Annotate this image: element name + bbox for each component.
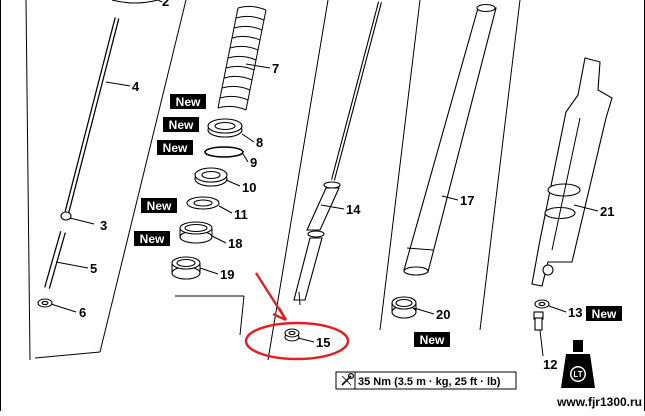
callout-18: 18 <box>228 236 242 251</box>
part-8-seal <box>207 118 243 138</box>
part-14-damper-rod <box>293 1 382 306</box>
part-6-washer <box>37 298 53 308</box>
part-19-bushing <box>171 256 201 280</box>
callout-21: 21 <box>600 204 614 219</box>
svg-text:New: New <box>176 95 201 109</box>
callout-11: 11 <box>234 207 248 222</box>
part-callouts: 2 3 4 5 6 7 8 9 10 11 12 13 14 15 17 18 … <box>79 0 614 372</box>
svg-text:New: New <box>163 141 188 155</box>
part-17-inner-tube <box>403 3 497 276</box>
thread-lock-bottle-icon: LT <box>561 340 595 388</box>
callout-12: 12 <box>543 357 557 372</box>
callout-4: 4 <box>132 79 140 94</box>
new-badge-20: New <box>414 332 450 347</box>
callout-13: 13 <box>568 305 582 320</box>
svg-text:New: New <box>140 232 165 246</box>
svg-text:New: New <box>592 307 617 321</box>
callout-3: 3 <box>100 218 107 233</box>
part-12-bolt <box>533 311 544 331</box>
callout-5: 5 <box>90 261 97 276</box>
svg-text:New: New <box>169 118 194 132</box>
part-11-washer <box>186 196 220 210</box>
callout-14: 14 <box>346 202 361 217</box>
part-15-washer <box>284 328 300 342</box>
new-badge-8b: New <box>163 117 199 132</box>
callout-9: 9 <box>250 155 257 170</box>
wrench-icon <box>341 373 355 386</box>
torque-spec-text: 35 Nm (3.5 m · kg, 25 ft · lb) <box>358 376 501 388</box>
new-badge-11: New <box>141 198 177 213</box>
part-9-clip <box>204 146 244 158</box>
new-badge-18: New <box>134 231 170 246</box>
svg-text:New: New <box>147 199 172 213</box>
new-badge-8: New <box>170 94 206 109</box>
callout-7: 7 <box>272 61 279 76</box>
part-2-shape <box>111 0 163 4</box>
part-21-outer-tube <box>531 57 613 287</box>
part-13-washer <box>534 299 550 309</box>
leader-lines <box>50 63 599 357</box>
website-watermark: www.fjr1300.ru <box>556 395 642 409</box>
new-badge-10: New <box>157 140 193 155</box>
callout-6: 6 <box>79 305 86 320</box>
callout-19: 19 <box>220 267 234 282</box>
svg-text:New: New <box>420 333 445 347</box>
part-5-rod <box>44 231 66 289</box>
part-7-spring <box>217 5 267 111</box>
part-10-washer <box>194 167 228 187</box>
part-4-rod <box>64 17 120 213</box>
callout-17: 17 <box>460 193 474 208</box>
part-3-nut <box>60 211 72 221</box>
highlight-part-15 <box>244 272 350 361</box>
callout-8: 8 <box>256 135 263 150</box>
torque-spec-box: 35 Nm (3.5 m · kg, 25 ft · lb) <box>335 371 517 390</box>
part-18-bushing <box>179 221 213 244</box>
thread-lock-label: LT <box>573 370 582 379</box>
callout-20: 20 <box>436 307 450 322</box>
part-20-bushing <box>391 296 417 319</box>
callout-15: 15 <box>316 335 330 350</box>
callout-2: 2 <box>162 0 169 9</box>
callout-10: 10 <box>242 180 256 195</box>
new-badge-13: New <box>586 306 622 321</box>
new-badges: New New New New New New New <box>134 94 622 347</box>
